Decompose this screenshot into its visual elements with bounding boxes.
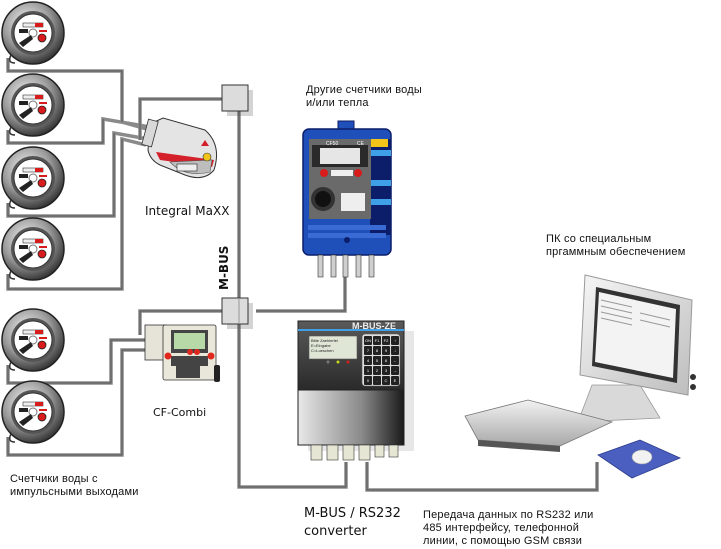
water-meter-6 xyxy=(1,380,65,444)
keypad-key: ← xyxy=(391,356,399,365)
keypad-key: → xyxy=(391,366,399,375)
transfer-line-1: Передача данных по RS232 или xyxy=(423,509,594,521)
cf-combi-device xyxy=(144,324,220,382)
junction-box-top xyxy=(221,84,253,116)
junction-box-bottom xyxy=(221,297,253,329)
keypad-key: ↑ xyxy=(391,336,399,345)
keypad-key: F2 xyxy=(382,336,390,345)
pc-line-2: пргаммным обеспечением xyxy=(546,246,686,258)
mbus-ze-display: Bitte Zaehlerfel E=Eingabe C=Loeschen xyxy=(311,338,338,353)
keypad-key: 6 xyxy=(382,356,390,365)
water-meter-5 xyxy=(1,308,65,372)
transfer-line-3: линии, с помощью GSM связи xyxy=(423,535,583,547)
keypad-key: 1 xyxy=(364,366,372,375)
pc-workstation xyxy=(464,274,696,479)
water-meter-2 xyxy=(1,73,65,137)
water-meter-4 xyxy=(1,217,65,281)
mbus-ze-display-line-1: Bitte Zaehlerfel xyxy=(311,338,338,343)
mbus-label: M-BUS xyxy=(217,245,231,290)
keypad-key: E xyxy=(391,376,399,385)
other-meters-line-1: Другие счетчики воды xyxy=(306,84,422,96)
pc-line-1: ПК со специальным xyxy=(546,233,652,245)
keypad-key: ON xyxy=(364,336,372,345)
converter-line-1: M-BUS / RS232 xyxy=(304,506,401,521)
keypad-key: 8 xyxy=(373,346,381,355)
keypad-key: 3 xyxy=(382,366,390,375)
keypad-key: 2 xyxy=(373,366,381,375)
wires xyxy=(6,58,599,492)
cf50-model-label: CF50 xyxy=(326,141,339,147)
mbus-ze-display-line-3: C=Loeschen xyxy=(311,348,334,353)
keypad-key: . xyxy=(373,376,381,385)
transfer-line-2: 485 интерфейсу, телефонной xyxy=(423,522,580,534)
mbus-ze-display-line-2: E=Eingabe xyxy=(311,343,331,348)
integral-maxx-device xyxy=(141,117,217,179)
other-meters-line-2: и/или тепла xyxy=(306,97,369,109)
converter-line-2: converter xyxy=(304,524,367,539)
keypad-key: F1 xyxy=(373,336,381,345)
keypad-key: 0 xyxy=(364,376,372,385)
keypad-key: 4 xyxy=(364,356,372,365)
keypad-key: C xyxy=(382,376,390,385)
pulse-meters-line-1: Счетчики воды с xyxy=(10,473,98,485)
keypad-key: ↓ xyxy=(391,346,399,355)
cf-combi-label: CF-Combi xyxy=(153,406,207,419)
keypad-key: 7 xyxy=(364,346,372,355)
integral-maxx-label: Integral MaXX xyxy=(145,204,230,218)
cf50-meter-device xyxy=(302,120,392,278)
cf50-ce-mark: CE xyxy=(357,141,364,147)
keypad-key: 5 xyxy=(373,356,381,365)
pulse-meters-line-2: импульсными выходами xyxy=(10,486,139,498)
wire-converter-to-pc xyxy=(365,462,599,492)
keypad-key: 9 xyxy=(382,346,390,355)
water-meter-3 xyxy=(1,146,65,210)
mbus-ze-title: M-BUS-ZE xyxy=(352,321,396,331)
water-meter-1 xyxy=(1,1,65,65)
